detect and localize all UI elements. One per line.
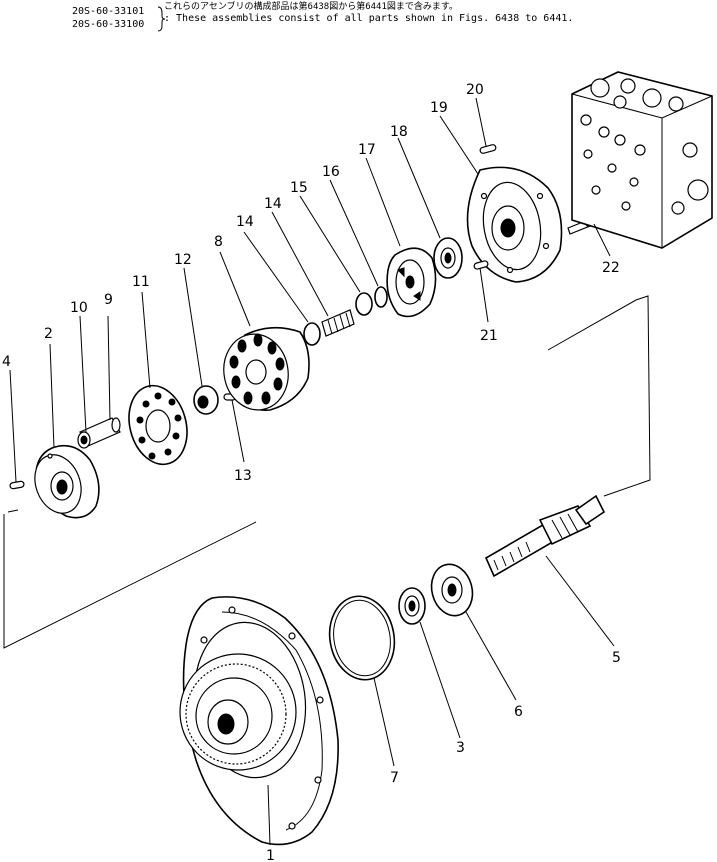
- callout-14a: 14: [236, 214, 254, 230]
- part-11-valve-plate: [128, 384, 188, 466]
- callout-1: 1: [266, 848, 275, 862]
- callout-8: 8: [214, 234, 223, 250]
- callout-19: 19: [430, 100, 448, 116]
- part-5-shaft: [484, 494, 606, 578]
- callout-18: 18: [390, 124, 408, 140]
- reference-line-right: [547, 295, 651, 497]
- callout-14b: 15: [290, 180, 308, 196]
- applicability-note-japanese: これらのアセンブリの構成部品は第6438図から第6441図まで含みます。: [164, 2, 458, 12]
- applicability-note-english: : These assemblies consist of all parts …: [164, 13, 574, 24]
- callout-20: 20: [466, 82, 484, 98]
- callout-3: 3: [456, 740, 465, 756]
- part-15-spring: [321, 309, 355, 337]
- part-10-spool: [77, 417, 121, 449]
- leader-lines: [9, 97, 615, 846]
- callout-5: 5: [612, 650, 621, 666]
- part-14-washer-upper: [355, 292, 373, 316]
- callout-22: 22: [602, 260, 620, 276]
- part-14-washer-lower: [303, 322, 321, 346]
- part-1-housing: [179, 596, 339, 846]
- reference-line-left: [3, 509, 257, 649]
- part-12-ball-guide: [193, 385, 219, 415]
- callout-9: 9: [104, 292, 113, 308]
- callout-6: 6: [514, 704, 523, 720]
- part-16-snap-ring: [374, 286, 388, 308]
- callout-4: 4: [2, 354, 11, 370]
- valve-block: [571, 71, 713, 249]
- callout-15: 14: [264, 196, 282, 212]
- callout-2: 2: [44, 326, 53, 342]
- part-20-pin: [479, 144, 497, 154]
- part-17-swash-plate: [386, 247, 437, 318]
- part-18-bearing: [433, 237, 463, 279]
- serial-number-2: 20S-60-33100: [72, 19, 145, 30]
- part-4-pin: [9, 480, 25, 490]
- serial-number-1: 20S-60-33101: [72, 6, 145, 17]
- callout-16: 16: [322, 164, 340, 180]
- callout-12: 12: [174, 252, 192, 268]
- callout-7: 7: [390, 770, 399, 786]
- callout-13: 13: [234, 468, 252, 484]
- callout-17: 17: [358, 142, 376, 158]
- part-7-o-ring: [328, 595, 396, 681]
- callout-21: 21: [480, 328, 498, 344]
- part-3-bearing: [398, 587, 426, 625]
- part-21-pin: [473, 260, 489, 270]
- part-6-bearing: [430, 563, 474, 617]
- serial-brace: [157, 6, 166, 32]
- callout-labels: 1 2 3 4 5 6 7 8 9 10 11 12 13 14 14 15 1…: [2, 82, 621, 862]
- part-2-end-plate: [34, 444, 100, 519]
- callout-11: 11: [132, 274, 150, 290]
- part-19-cover-plate: [466, 166, 563, 283]
- part-8-cylinder-block: [223, 326, 310, 411]
- callout-10: 10: [70, 300, 88, 316]
